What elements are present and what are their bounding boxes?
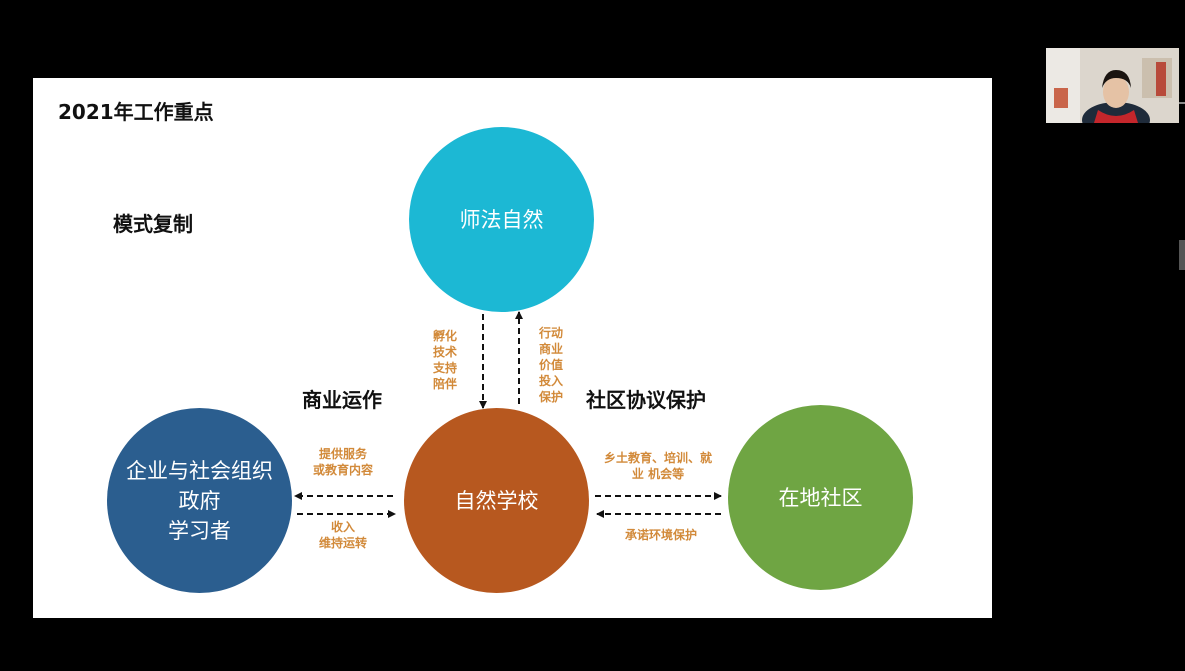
circle-local-community: 在地社区: [728, 405, 913, 590]
webcam-thumbnail[interactable]: [1046, 48, 1179, 123]
heading-model-copy: 模式复制: [113, 212, 193, 236]
circle-stakeholders: 企业与社会组织 政府 学习者: [107, 408, 292, 593]
circle-label: 在地社区: [778, 485, 863, 510]
note-provide: 提供服务 或教育内容: [312, 447, 373, 477]
note-protect: 承诺环境保护: [624, 528, 697, 542]
circle-shifa-ziran: 师法自然: [409, 127, 594, 312]
note-action: 行动 商业 价值 投入 保护: [538, 326, 563, 404]
scrollbar-handle[interactable]: [1179, 240, 1185, 270]
circle-line-3: 学习者: [168, 518, 231, 543]
slide-title: 2021年工作重点: [58, 100, 214, 124]
note-incubate: 孵化 技术 支持 陪伴: [432, 329, 457, 391]
flow-arrows: [294, 311, 722, 518]
circle-line-1: 企业与社会组织: [126, 458, 273, 483]
circle-label: 自然学校: [454, 488, 539, 513]
window-edge-mark: [1179, 102, 1185, 104]
circle-label: 师法自然: [459, 207, 544, 232]
circle-line-2: 政府: [178, 488, 221, 513]
heading-business: 商业运作: [302, 388, 382, 412]
circle-nature-school: 自然学校: [404, 408, 589, 593]
note-local-education: 乡土教育、培训、就 业 机会等: [603, 451, 712, 481]
heading-community: 社区协议保护: [586, 388, 706, 412]
person-video-icon: [1046, 48, 1179, 123]
note-income: 收入 维持运转: [318, 520, 367, 550]
presentation-slide: 2021年工作重点 模式复制 商业运作 社区协议保护: [33, 78, 992, 618]
